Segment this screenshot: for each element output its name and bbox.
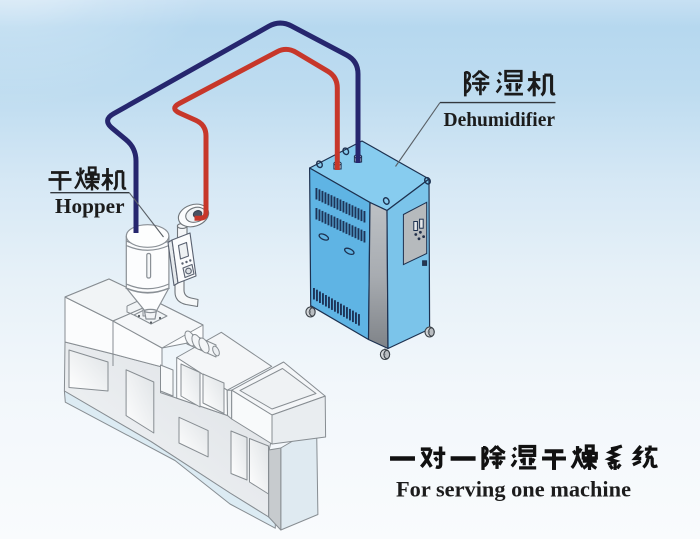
svg-text:Hopper: Hopper <box>55 194 125 218</box>
svg-text:Dehumidifier: Dehumidifier <box>444 109 556 131</box>
svg-text:For serving one machine: For serving one machine <box>396 476 631 501</box>
